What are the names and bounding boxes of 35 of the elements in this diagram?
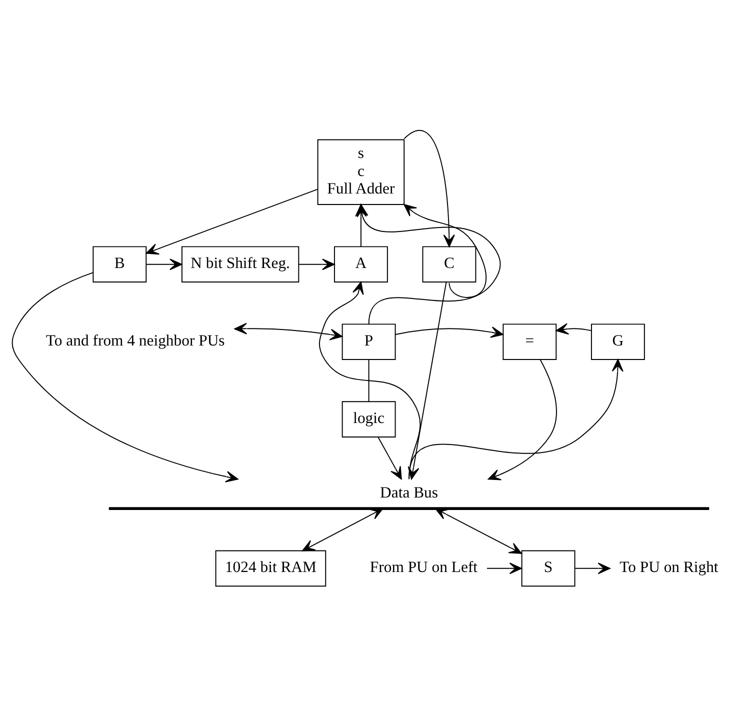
node-text: Data Bus <box>380 484 438 502</box>
arrow <box>234 322 343 340</box>
node-box: A <box>334 246 388 282</box>
node-box: P <box>342 323 396 360</box>
node-box: C <box>422 246 476 282</box>
arrow <box>556 322 592 334</box>
arrow <box>146 188 318 254</box>
connector <box>368 358 370 402</box>
node-text: To PU on Right <box>620 558 718 576</box>
node-box: logic <box>342 400 396 437</box>
node-box: s c Full Adder <box>317 138 405 205</box>
arrow <box>574 562 610 574</box>
arrow <box>298 258 335 270</box>
node-box: G <box>590 323 645 360</box>
arrow <box>408 358 624 480</box>
arrow <box>404 129 455 247</box>
arrow <box>378 436 402 480</box>
arrow <box>302 508 384 551</box>
node-box: N bit Shift Reg. <box>181 246 300 282</box>
arrow <box>12 272 238 482</box>
arrow <box>395 326 504 338</box>
arrow <box>488 358 557 480</box>
node-box: 1024 bit RAM <box>215 550 326 586</box>
arrow <box>146 258 182 270</box>
node-box: S <box>521 550 576 586</box>
node-text: To and from 4 neighbor PUs <box>46 332 225 350</box>
node-box: B <box>92 246 147 282</box>
arrow <box>486 562 522 574</box>
node-text: From PU on Left <box>370 558 478 576</box>
arrow <box>435 508 522 554</box>
arrow <box>408 281 447 480</box>
arrow <box>318 281 421 480</box>
arrow <box>404 204 486 298</box>
arrow <box>356 204 501 324</box>
node-box: = <box>502 323 557 360</box>
